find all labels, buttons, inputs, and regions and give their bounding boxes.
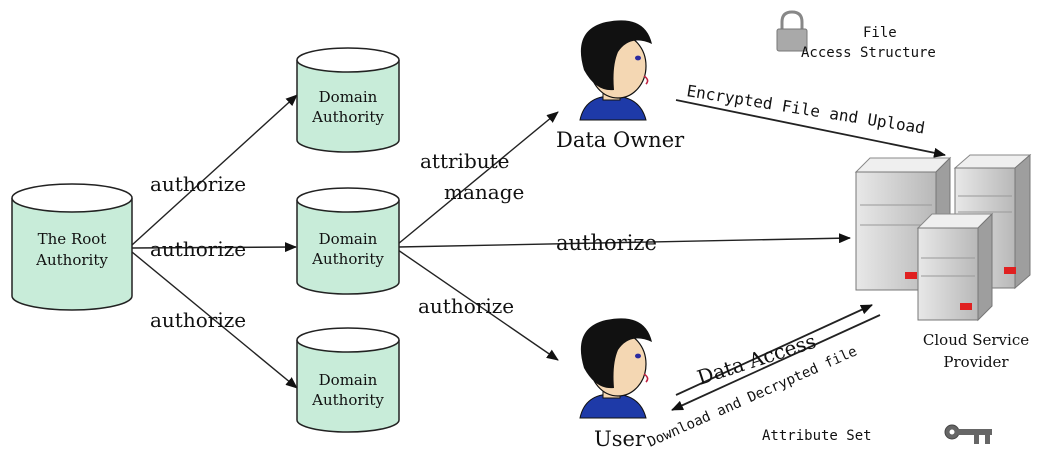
edge-root-bottom bbox=[131, 251, 298, 389]
domain-authority-top: Domain Authority bbox=[296, 47, 400, 153]
domain-authority-bottom-label-line1: Domain bbox=[319, 371, 378, 389]
root-authority-label-line1: The Root bbox=[38, 230, 107, 248]
key-icon bbox=[944, 424, 992, 444]
edge-root-mid bbox=[131, 242, 297, 253]
cloud-label-line2: Provider bbox=[943, 353, 1009, 371]
domain-authority-middle-label-line1: Domain bbox=[319, 230, 378, 248]
edge-label-mid-cloud: authorize bbox=[556, 231, 657, 255]
user-label: User bbox=[594, 427, 646, 451]
edge-mid-owner bbox=[397, 111, 559, 245]
edge-root-top bbox=[131, 94, 298, 246]
edge-label-attribute-manage-line2: manage bbox=[444, 180, 524, 204]
edge-label-root-top: authorize bbox=[150, 172, 246, 196]
domain-authority-bottom-label-line2: Authority bbox=[311, 391, 384, 409]
root-authority: The Root Authority bbox=[11, 183, 133, 311]
domain-authority-top-label-line2: Authority bbox=[311, 108, 384, 126]
edge-label-root-mid: authorize bbox=[150, 237, 246, 261]
edge-cloud-user bbox=[671, 314, 881, 411]
edge-label-attribute-manage-line1: attribute bbox=[420, 149, 510, 173]
cloud-label-line1: Cloud Service bbox=[923, 331, 1029, 349]
edge-label-mid-user: authorize bbox=[418, 294, 514, 318]
domain-authority-middle: Domain Authority bbox=[296, 187, 400, 295]
domain-authority-middle-label-line2: Authority bbox=[311, 250, 384, 268]
domain-authority-top-label-line1: Domain bbox=[319, 88, 378, 106]
lock-icon bbox=[776, 10, 808, 52]
root-authority-label-line2: Authority bbox=[35, 251, 108, 269]
edges bbox=[131, 94, 946, 411]
domain-authority-bottom: Domain Authority bbox=[296, 327, 400, 433]
server-front bbox=[916, 212, 994, 322]
data-owner-label: Data Owner bbox=[556, 128, 685, 152]
edge-owner-cloud bbox=[675, 99, 946, 158]
legend-file-line1: File bbox=[863, 25, 897, 41]
legend-attribute-set: Attribute Set bbox=[762, 428, 872, 444]
edge-label-root-bottom: authorize bbox=[150, 308, 246, 332]
edge-user-cloud bbox=[675, 304, 873, 396]
user-avatar bbox=[579, 318, 652, 419]
legend-file-line2: Access Structure bbox=[801, 45, 936, 61]
edge-mid-cloud bbox=[397, 233, 851, 248]
cloud-servers bbox=[854, 153, 1032, 322]
data-owner-avatar bbox=[579, 20, 652, 121]
edge-mid-user bbox=[397, 249, 559, 361]
